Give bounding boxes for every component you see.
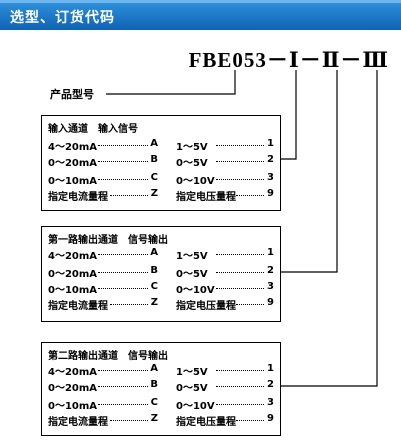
option-code: C (150, 397, 158, 408)
option-row: 4～20mA A 1～5V 1 (48, 363, 274, 378)
box-title: 输入通道 输入信号 (48, 124, 138, 135)
option-label: 指定电流量程 (48, 417, 108, 428)
option-code: 1 (267, 247, 274, 258)
option-row: 0～20mA B 0～5V 2 (48, 154, 274, 169)
option-label: 0～20mA (48, 158, 98, 169)
option-label: 4～20mA (48, 142, 98, 153)
option-code: 2 (267, 379, 274, 390)
option-code: 9 (267, 413, 274, 424)
option-code: 3 (267, 397, 274, 408)
option-code: Z (150, 413, 158, 424)
option-row: 指定电流量程 Z 指定电压量程 9 (48, 188, 274, 203)
option-code: B (150, 379, 158, 390)
option-code: C (150, 172, 158, 183)
option-row: 4～20mA A 1～5V 1 (48, 247, 274, 262)
option-label: 指定电压量程 (176, 192, 236, 203)
option-row: 指定电流量程 Z 指定电压量程 9 (48, 297, 274, 312)
option-row: 指定电流量程 Z 指定电压量程 9 (48, 413, 274, 428)
option-code: 9 (267, 188, 274, 199)
input-channel-box: 输入通道 输入信号 4～20mA A 1～5V 1 0～20mA B 0～5V 2 0～… (41, 115, 281, 211)
section-header: 选型、订货代码 (0, 0, 401, 30)
option-label: 0～5V (176, 158, 208, 169)
model-code: FBE053－Ⅰ－Ⅱ－Ⅲ (188, 48, 389, 72)
option-label: 0～10mA (48, 401, 98, 412)
option-label: 指定电流量程 (48, 192, 108, 203)
option-label: 0～10V (176, 176, 215, 187)
option-label: 4～20mA (48, 367, 98, 378)
option-code: C (150, 281, 158, 292)
option-code: 3 (267, 172, 274, 183)
option-code: A (150, 138, 158, 149)
section-title: 选型、订货代码 (10, 10, 115, 26)
option-label: 1～5V (176, 251, 208, 262)
option-label: 0～5V (176, 383, 208, 394)
option-code: 3 (267, 281, 274, 292)
option-code: Z (150, 297, 158, 308)
product-model-label: 产品型号 (50, 88, 94, 101)
option-label: 指定电流量程 (48, 301, 108, 312)
option-row: 0～10mA C 0～10V 3 (48, 281, 274, 296)
option-code: A (150, 363, 158, 374)
option-code: 1 (267, 138, 274, 149)
option-label: 0～5V (176, 269, 208, 280)
option-row: 0～10mA C 0～10V 3 (48, 397, 274, 412)
option-code: 2 (267, 265, 274, 276)
option-row: 4～20mA A 1～5V 1 (48, 138, 274, 153)
channel-1-connector (281, 70, 297, 160)
option-row: 0～10mA C 0～10V 3 (48, 172, 274, 187)
option-label: 4～20mA (48, 251, 98, 262)
product-model-connector (106, 70, 236, 95)
option-label: 1～5V (176, 142, 208, 153)
option-code: 1 (267, 363, 274, 374)
box-title: 第一路输出通道 信号输出 (48, 235, 168, 246)
output-channel-1-box: 第一路输出通道 信号输出 4～20mA A 1～5V 1 0～20mA B 0～5V 2… (41, 226, 281, 322)
option-label: 0～10mA (48, 285, 98, 296)
channel-2-connector (281, 70, 338, 273)
option-code: B (150, 265, 158, 276)
channel-3-connector (281, 70, 378, 387)
option-code: A (150, 247, 158, 258)
option-row: 0～20mA B 0～5V 2 (48, 265, 274, 280)
option-label: 指定电压量程 (176, 301, 236, 312)
output-channel-2-box: 第二路输出通道 信号输出 4～20mA A 1～5V 1 0～20mA B 0～5V 2… (41, 342, 281, 436)
option-label: 0～10V (176, 401, 215, 412)
option-code: Z (150, 188, 158, 199)
option-label: 0～20mA (48, 269, 98, 280)
option-code: 9 (267, 297, 274, 308)
option-label: 1～5V (176, 367, 208, 378)
box-title: 第二路输出通道 信号输出 (48, 351, 168, 362)
option-code: 2 (267, 154, 274, 165)
option-label: 0～10mA (48, 176, 98, 187)
option-code: B (150, 154, 158, 165)
option-label: 0～10V (176, 285, 215, 296)
option-label: 0～20mA (48, 383, 98, 394)
option-label: 指定电压量程 (176, 417, 236, 428)
option-row: 0～20mA B 0～5V 2 (48, 379, 274, 394)
